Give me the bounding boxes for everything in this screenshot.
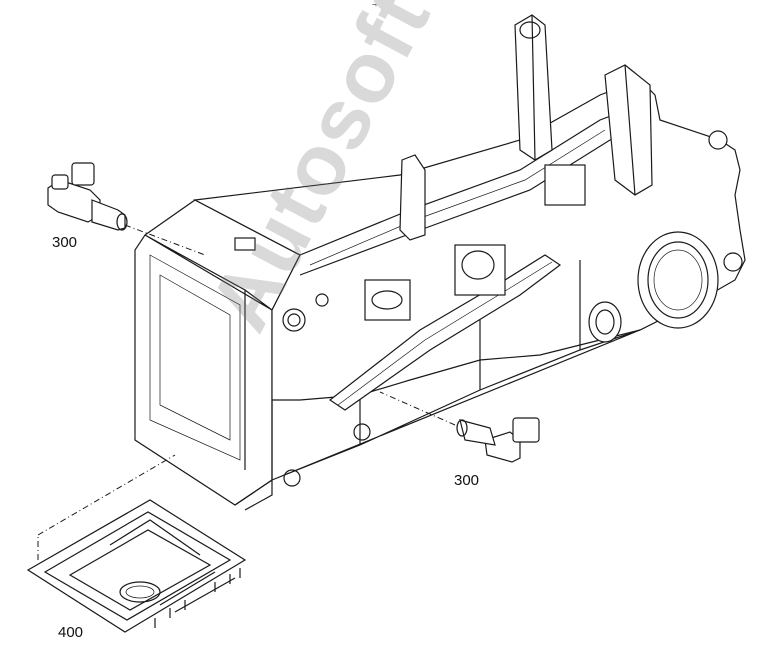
main-frame [134, 14, 746, 511]
header-mark: ¬ [372, 0, 377, 9]
part-400-skid-plate [26, 454, 247, 633]
callout-300-left: 300 [52, 234, 78, 251]
part-300-right-sensor [379, 391, 540, 463]
callout-400: 400 [58, 624, 84, 641]
callout-300-right: 300 [454, 472, 480, 489]
part-300-left-sensor [47, 162, 206, 256]
